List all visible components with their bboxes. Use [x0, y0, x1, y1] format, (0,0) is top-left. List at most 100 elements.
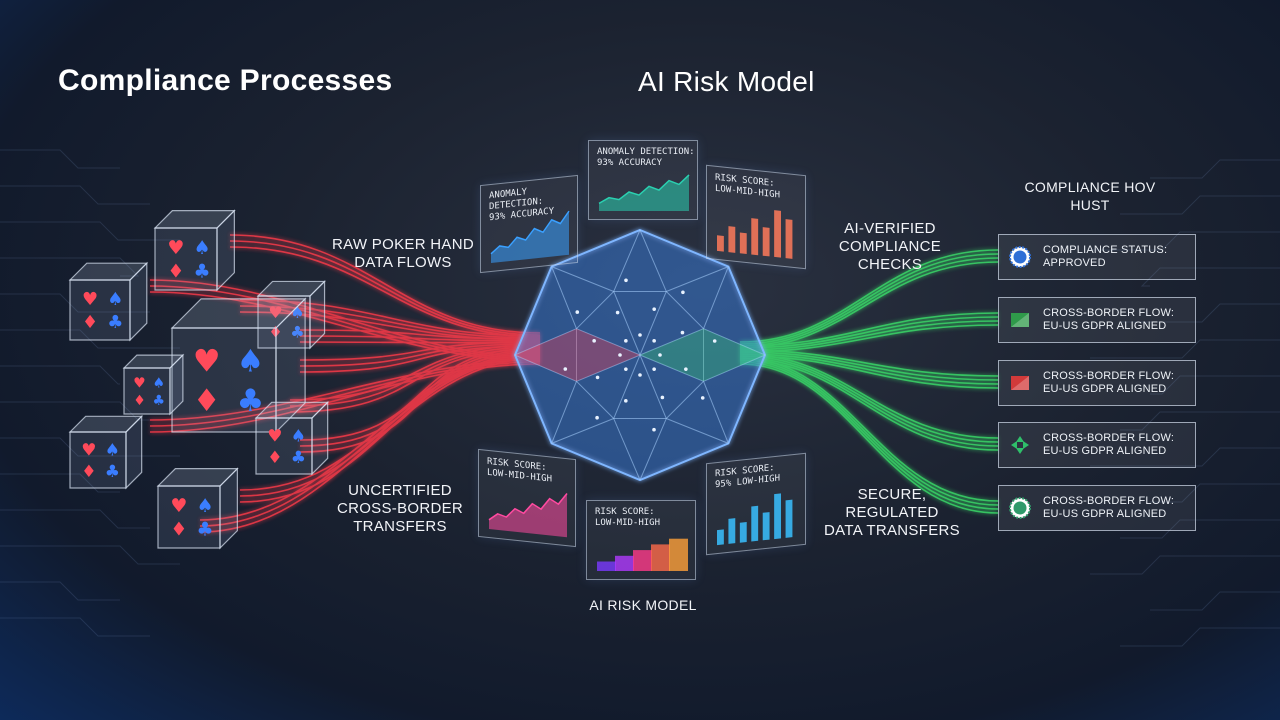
circuit-line — [1120, 411, 1280, 431]
status-card-flow-2: CROSS-BORDER FLOW:EU-US GDPR ALIGNED — [998, 360, 1196, 406]
crystal-node — [615, 310, 620, 315]
circuit-line — [0, 401, 150, 421]
red-data-flows — [149, 234, 541, 533]
green-flow-line — [739, 351, 999, 381]
panel-text: RISK SCORE: — [595, 507, 655, 517]
label-uncertified-transfers: UNCERTIFIED CROSS-BORDER TRANSFERS — [320, 482, 480, 536]
facet-edge — [703, 328, 766, 356]
label-secure-transfers: SECURE, REGULATED DATA TRANSFERS — [812, 486, 972, 540]
crystal-node — [638, 373, 642, 377]
red-flow-line — [299, 341, 541, 361]
panel-text: LOW-MID-HIGH — [595, 518, 661, 528]
circuit-line — [0, 365, 120, 385]
facet-edge — [665, 380, 704, 419]
title-ai-risk-model: AI Risk Model — [638, 66, 815, 97]
facet-edge — [613, 354, 641, 419]
card-suit-icon: ♦ — [170, 519, 187, 541]
panel-chart — [598, 174, 690, 211]
facet-edge — [666, 418, 729, 444]
circuit-line — [0, 617, 150, 637]
mini-line — [488, 492, 568, 521]
facet-edge — [551, 266, 614, 292]
crystal-node — [658, 353, 662, 357]
facet-edge — [551, 266, 577, 329]
status-line1: CROSS-BORDER FLOW: — [1043, 370, 1175, 382]
poker-cube: ♥♠♦♣ — [254, 400, 330, 476]
green-flow-line — [739, 357, 999, 502]
flag-icon — [1011, 313, 1029, 327]
status-card-flow-3: CROSS-BORDER FLOW:EU-US GDPR ALIGNED — [998, 422, 1196, 468]
mini-step — [597, 561, 616, 571]
facet-edge — [703, 266, 729, 329]
label-secure-line3: DATA TRANSFERS — [824, 522, 960, 539]
circuit-line — [0, 473, 120, 493]
cube-side — [311, 400, 329, 476]
circuit-line — [1090, 447, 1280, 467]
facet-edge — [639, 354, 667, 419]
crystal-node — [660, 395, 665, 400]
mini-step — [615, 555, 634, 571]
circuit-line — [0, 185, 150, 205]
title-compliance-processes: Compliance Processes — [58, 64, 393, 97]
facet-edge — [576, 380, 615, 419]
card-suit-icon: ♣ — [193, 261, 210, 283]
crystal-node — [638, 333, 642, 337]
mini-bar — [785, 499, 793, 538]
facet-edge — [551, 381, 577, 444]
mini-line — [598, 174, 690, 205]
card-suit-icon: ♥ — [81, 441, 96, 461]
poker-cube: ♥♠♦♣ — [153, 209, 236, 292]
crystal-node — [624, 367, 628, 371]
card-suit-icon: ♦ — [133, 393, 146, 409]
green-flow-line — [739, 349, 999, 377]
label-raw-data-flows: RAW POKER HAND DATA FLOWS — [318, 236, 488, 272]
mini-area — [599, 174, 689, 211]
circuit-line — [0, 257, 140, 277]
mini-bar — [751, 505, 759, 542]
circuit-line — [0, 545, 180, 565]
status-line2: EU-US GDPR ALIGNED — [1043, 445, 1167, 457]
card-suit-icon: ♥ — [82, 289, 98, 310]
circuit-line — [1090, 339, 1280, 359]
crystal-node — [712, 339, 717, 343]
flag-stripe — [1011, 376, 1029, 390]
flag-shape — [1011, 313, 1029, 327]
card-suit-icon: ♣ — [105, 462, 120, 482]
facet-edge — [576, 291, 615, 330]
status-line1: CROSS-BORDER FLOW: — [1043, 307, 1175, 319]
green-flow-line — [739, 357, 999, 447]
green-flow-line — [739, 355, 999, 443]
red-flow-line — [149, 279, 541, 358]
facet-edge — [639, 418, 667, 481]
card-suit-icon: ♥ — [267, 427, 282, 447]
flag-icon — [1011, 376, 1029, 390]
crystal-node — [652, 307, 656, 311]
card-suit-icon: ♦ — [81, 462, 96, 482]
card-suit-icon: ♠ — [291, 427, 306, 447]
circuit-line — [1150, 375, 1280, 395]
facet-edge — [703, 354, 766, 382]
mini-step — [669, 538, 688, 571]
panel-text: 93% ACCURACY — [597, 158, 663, 168]
poker-cube: ♥♠♦♣ — [122, 353, 185, 416]
arrows-shape — [1011, 436, 1029, 454]
circuit-line — [1120, 195, 1280, 215]
panel-risk-top-right: RISK SCORE:LOW-MID-HIGH — [706, 164, 806, 270]
red-flow-line — [149, 359, 541, 421]
mini-bar — [717, 235, 724, 252]
poker-cube: ♥♠♦♣ — [68, 414, 144, 490]
facet-edge — [514, 328, 577, 356]
crystal-node — [684, 367, 688, 371]
label-verified-line2: COMPLIANCE — [838, 238, 942, 255]
circuit-line — [1150, 483, 1280, 503]
panel-anomaly-top: ANOMALY DETECTION:93% ACCURACY — [588, 140, 698, 220]
label-ai-verified-checks: AI-VERIFIED COMPLIANCE CHECKS — [810, 220, 970, 274]
status-card-compliance: COMPLIANCE STATUS:APPROVED — [998, 234, 1196, 280]
cube-side — [219, 467, 238, 550]
mini-bar — [762, 227, 770, 257]
green-flow-line — [739, 353, 999, 439]
red-flow-line — [149, 291, 541, 362]
crystal-node — [652, 339, 656, 343]
green-flow-line — [739, 320, 999, 351]
hub-title-line1: COMPLIANCE HOV — [1024, 179, 1156, 195]
